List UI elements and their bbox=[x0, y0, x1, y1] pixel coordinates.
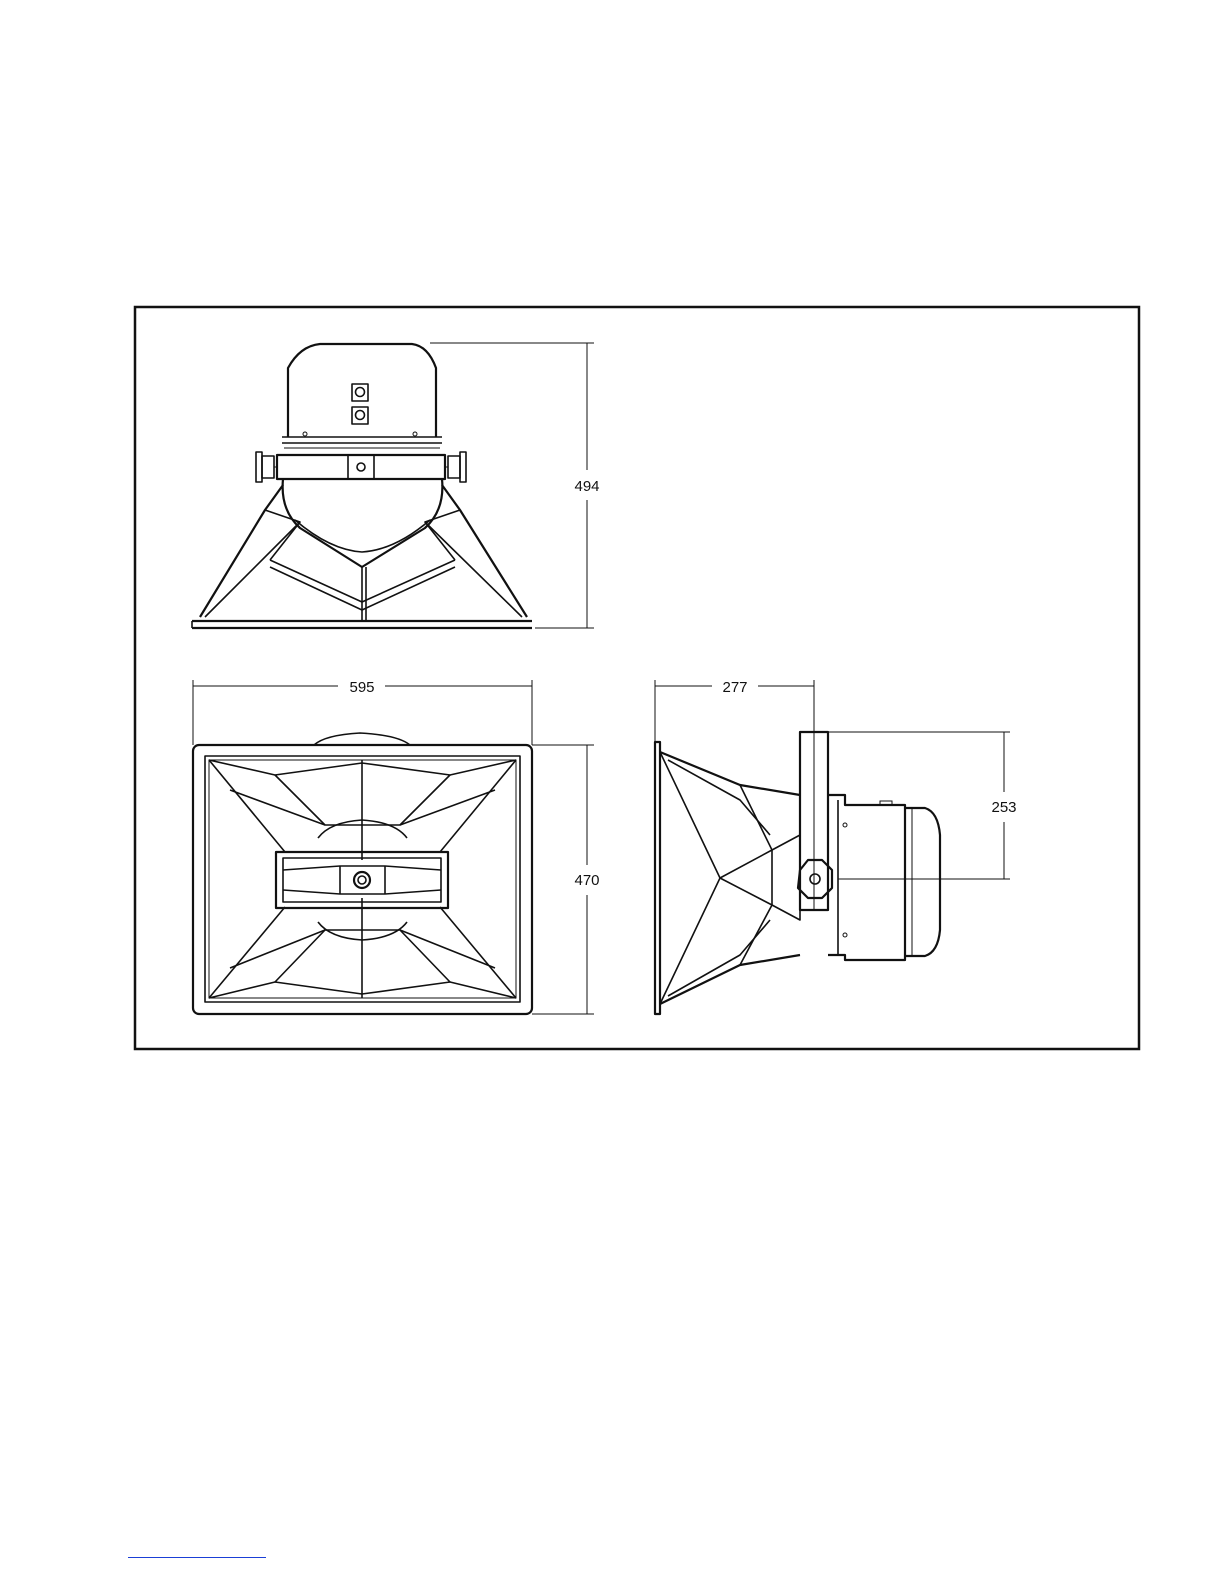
dimension-front-height: 470 bbox=[532, 745, 600, 1014]
dimension-height: 494 bbox=[430, 343, 600, 628]
dimension-label-595: 595 bbox=[349, 679, 374, 696]
footnote-rule bbox=[128, 1557, 266, 1558]
dimension-label-277: 277 bbox=[722, 679, 747, 696]
bolt-icon bbox=[354, 872, 370, 888]
dimension-depth: 277 bbox=[655, 679, 814, 742]
front-view bbox=[193, 733, 532, 1014]
dimension-label-470: 470 bbox=[574, 872, 599, 889]
dimension-width: 595 bbox=[193, 679, 532, 745]
top-view bbox=[192, 344, 532, 628]
dimension-label-253: 253 bbox=[991, 799, 1016, 816]
side-view bbox=[655, 732, 1010, 1014]
knob-icon bbox=[256, 452, 277, 482]
connector-icon bbox=[352, 384, 368, 401]
connector-icon bbox=[352, 407, 368, 424]
dimension-label-494: 494 bbox=[574, 478, 599, 495]
drawing-frame bbox=[135, 307, 1139, 1049]
knob-icon bbox=[445, 452, 466, 482]
